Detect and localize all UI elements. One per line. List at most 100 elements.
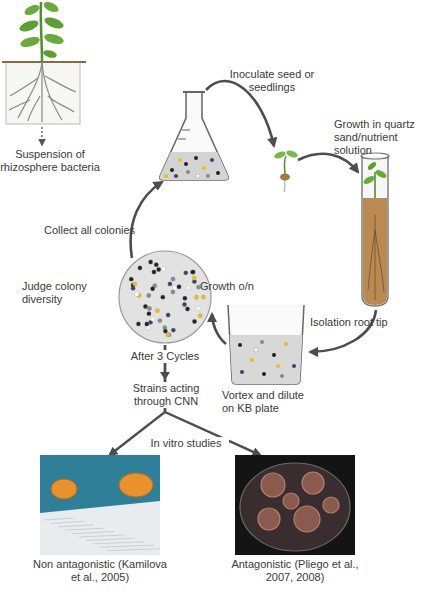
- photo-node: Antagonistic (Pliego et al., 2007, 2008): [235, 455, 355, 555]
- dot: [164, 174, 168, 178]
- dot: [216, 171, 220, 175]
- dot: [292, 364, 296, 368]
- plate-texture: [93, 542, 144, 544]
- tube-illustration: [361, 153, 389, 306]
- step-label: Vortex and dilute on KB plate: [222, 389, 318, 415]
- colony-dot: [166, 313, 170, 317]
- node-shape: [117, 249, 213, 345]
- caption-block: Non antagonistic (Kamilova et al., 2005): [25, 558, 175, 584]
- dot: [254, 348, 258, 352]
- plate-texture: [107, 549, 160, 551]
- colony-dot: [158, 318, 162, 322]
- dot: [238, 343, 242, 347]
- colony-dot: [161, 267, 165, 271]
- dot: [174, 174, 178, 178]
- colony-dot: [143, 304, 147, 308]
- colony-dot: [147, 293, 151, 297]
- dot: [210, 158, 214, 162]
- petri-dish: [119, 251, 211, 343]
- colony: [323, 497, 339, 513]
- flask-mark: [178, 139, 186, 140]
- cycle-arrow: [212, 314, 226, 344]
- step-label: Isolation root tip: [310, 316, 410, 329]
- step-label: Inoculate seed or seedlings: [222, 68, 322, 94]
- dot: [196, 174, 200, 178]
- caption-block: After 3 Cycles: [105, 350, 225, 363]
- colony-dot: [156, 267, 160, 271]
- dot: [178, 158, 182, 162]
- dot: [272, 353, 276, 357]
- leaf: [273, 150, 286, 160]
- dot: [194, 156, 198, 160]
- colony-dot: [154, 263, 158, 267]
- colony-dot: [148, 260, 152, 264]
- plate-texture: [79, 535, 124, 537]
- colony-dot: [151, 317, 155, 321]
- colony-dot: [129, 277, 133, 281]
- dot: [262, 372, 266, 376]
- cycle-arrow: [131, 182, 162, 258]
- root: [10, 78, 38, 96]
- dot: [186, 170, 190, 174]
- leaf: [43, 15, 65, 30]
- flask-liquid: [160, 152, 229, 180]
- flask-illustration: [160, 92, 229, 180]
- bacteria-dots: [164, 156, 220, 178]
- leaf: [42, 0, 60, 14]
- root: [48, 96, 74, 112]
- tube-plant-stem: [374, 172, 376, 198]
- colony-dot: [171, 277, 175, 281]
- colony-dot: [168, 282, 172, 286]
- colony-dot: [198, 314, 202, 318]
- plate-texture: [72, 532, 114, 534]
- leaf: [19, 35, 41, 49]
- plant-stem: [41, 2, 42, 62]
- colony-dot: [136, 322, 140, 326]
- node-caption: Antagonistic (Pliego et al., 2007, 2008): [220, 558, 370, 584]
- plate-texture: [51, 521, 84, 523]
- beaker-liquid: [230, 335, 303, 384]
- dot: [250, 358, 254, 362]
- colony-dot: [201, 295, 205, 299]
- colony-dot: [190, 270, 194, 274]
- leaf: [362, 174, 375, 185]
- colony: [294, 506, 320, 532]
- leaf: [18, 18, 40, 33]
- colony-dot: [147, 311, 151, 315]
- colony: [283, 493, 299, 509]
- colony-dot: [152, 270, 156, 274]
- colony-dot: [163, 329, 167, 333]
- beaker-illustration: [228, 305, 304, 384]
- colony-dot: [171, 328, 175, 332]
- leaf: [23, 3, 41, 17]
- plate-texture: [100, 545, 154, 547]
- dot: [184, 162, 188, 166]
- step-label: Growth o/n: [200, 280, 270, 293]
- photo-background: [40, 455, 160, 555]
- plate-texture: [65, 528, 104, 530]
- colony-dot: [177, 285, 181, 289]
- colony-dot: [184, 271, 188, 275]
- root: [9, 100, 30, 110]
- photo-node: Non antagonistic (Kamilova et al., 2005): [40, 455, 160, 555]
- dot: [170, 168, 174, 172]
- step-label: Collect all colonies: [44, 224, 148, 237]
- step-label: Growth in quartz sand/nutrient solution: [334, 118, 430, 157]
- colony-dot: [183, 296, 187, 300]
- colony-dot: [133, 282, 137, 286]
- root: [42, 62, 62, 120]
- node-shape: [40, 455, 160, 555]
- colony-dot: [196, 306, 200, 310]
- photo-background: [235, 455, 355, 555]
- dot: [206, 174, 210, 178]
- colony-dot: [191, 270, 195, 274]
- leaf: [42, 49, 57, 59]
- seedling-stem: [284, 156, 286, 176]
- colony: [258, 508, 280, 530]
- leaf: [285, 149, 298, 159]
- petri-dish: [240, 463, 350, 551]
- root-zone: [6, 62, 80, 124]
- colony-dot: [185, 307, 189, 311]
- colony-dot: [171, 290, 175, 294]
